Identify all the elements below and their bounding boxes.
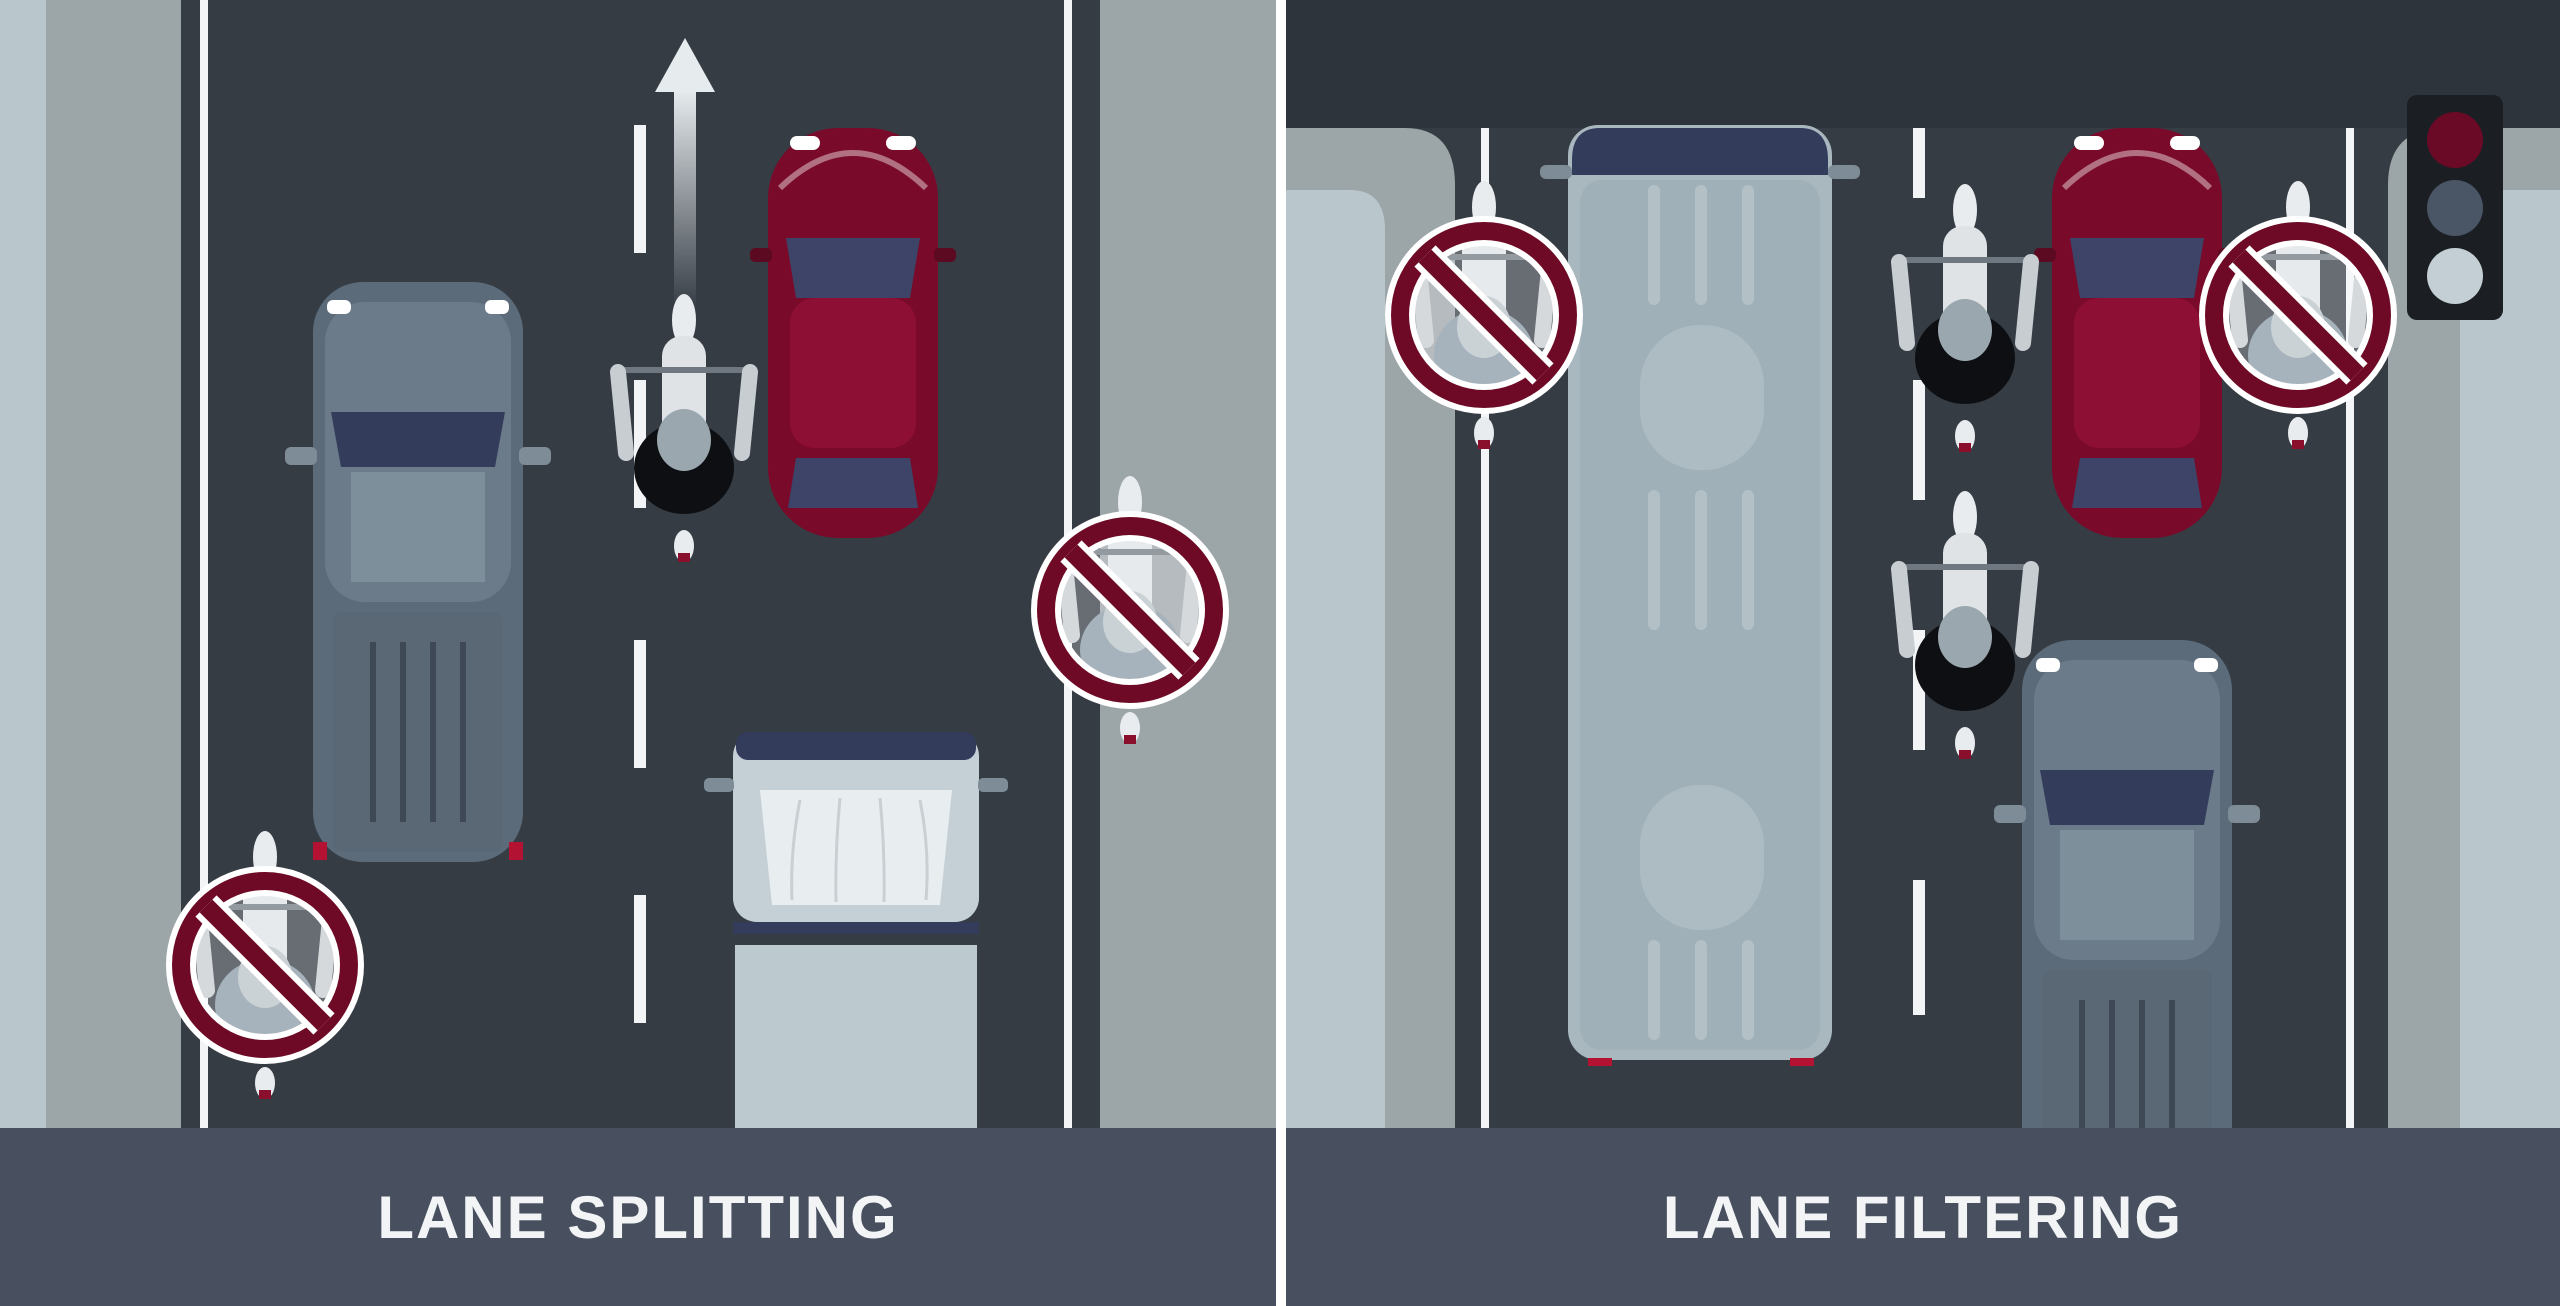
caption-bar [1286, 1128, 2560, 1306]
lane-edge-line-right [2346, 128, 2354, 1128]
up-arrow-icon [655, 38, 715, 310]
lane-center-dashes [1913, 128, 1925, 1015]
red-car [750, 128, 956, 538]
prohibited-icon [1400, 231, 1568, 399]
curb-left [46, 0, 181, 1128]
panel-divider [1276, 0, 1286, 1306]
city-bus [1540, 125, 1860, 1066]
lane-splitting-caption: LANE SPLITTING [377, 1183, 899, 1251]
crossroad [1286, 0, 2560, 128]
lane-filtering-caption: LANE FILTERING [1662, 1183, 2184, 1251]
prohibited-icon [181, 881, 349, 1049]
lane-filtering-scene [1286, 0, 2560, 1306]
grey-pickup [285, 282, 551, 862]
box-truck [704, 732, 1008, 1128]
traffic-light-icon [2407, 95, 2503, 320]
sidewalk-right-inner [2460, 190, 2560, 1128]
lane-splitting-scene [0, 0, 1276, 1306]
prohibited-icon [2214, 231, 2382, 399]
sidewalk-left [1286, 190, 1385, 1128]
caption-bar [0, 1128, 1276, 1306]
lane-edge-line-left [1481, 128, 1489, 1128]
prohibited-icon [1046, 526, 1214, 694]
sidewalk-left [0, 0, 46, 1128]
lane-edge-line-left [200, 0, 208, 1128]
